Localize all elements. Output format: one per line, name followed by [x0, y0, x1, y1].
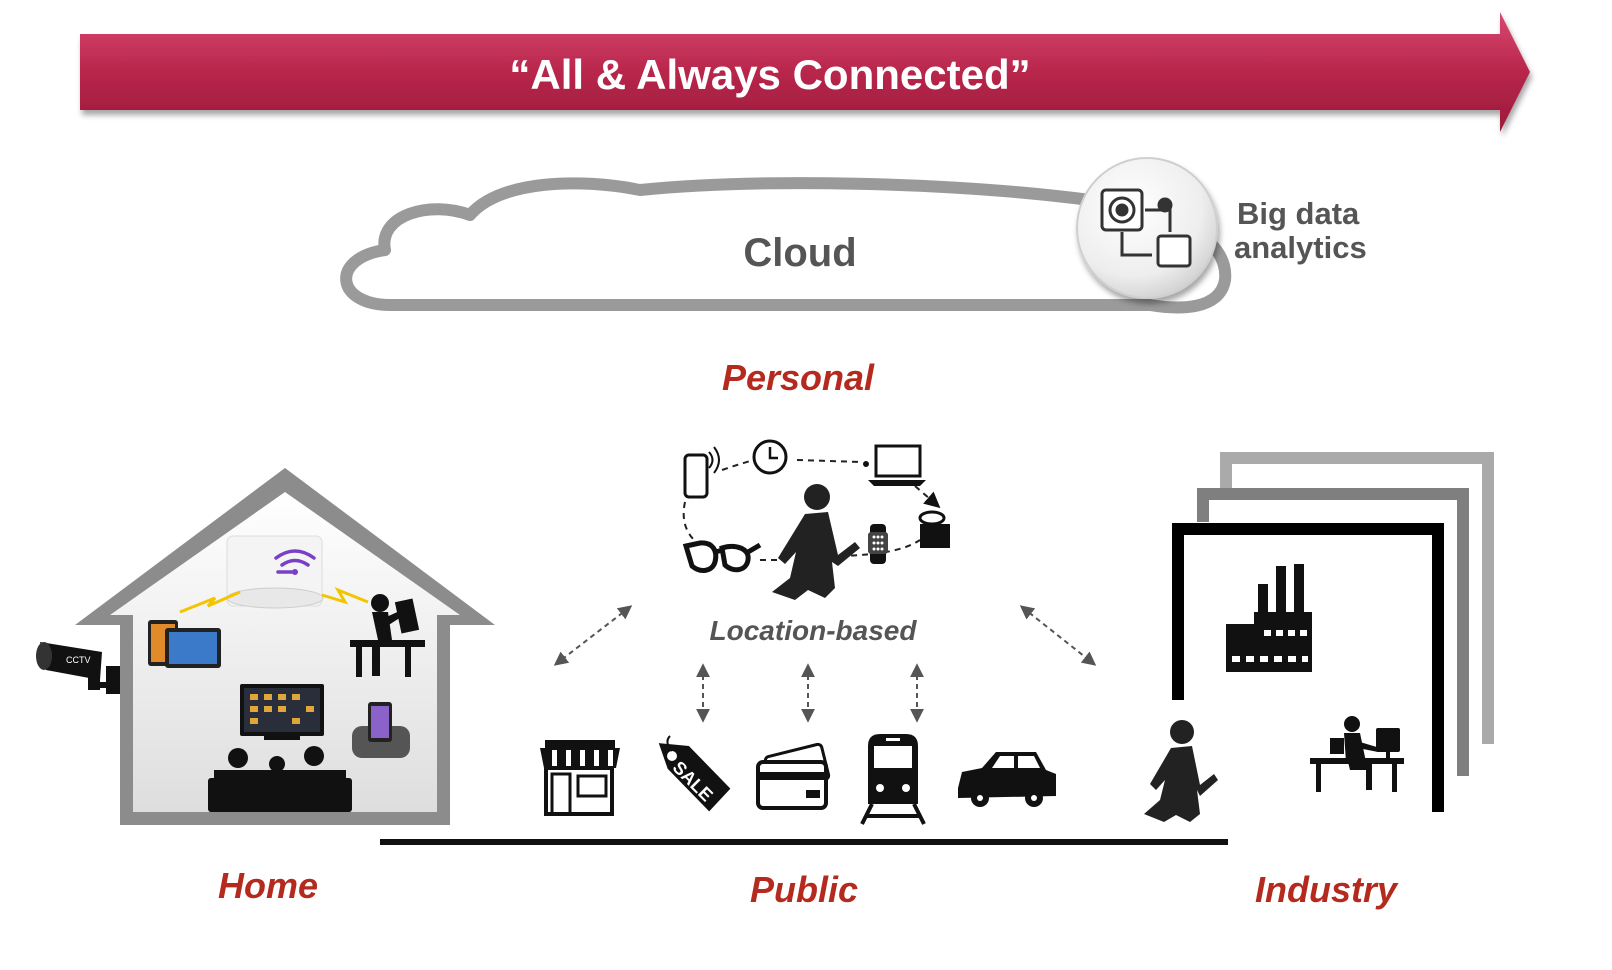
public-group: SALE	[540, 734, 1056, 825]
home-group: CCTV	[36, 468, 495, 825]
cctv-badge-text: CCTV	[66, 655, 91, 665]
big-data-label-line1: Big data	[1237, 196, 1360, 231]
arrow-personal-home	[553, 605, 633, 666]
home-label: Home	[218, 865, 318, 906]
analytics-flow-icon	[1100, 188, 1192, 268]
tablet-devices-icon	[148, 620, 221, 668]
walking-person-icon	[772, 484, 860, 600]
smart-tv-icon	[240, 684, 324, 740]
cctv-camera-icon: CCTV	[36, 642, 120, 694]
industry-group	[1144, 452, 1494, 822]
industry-frame-back	[1220, 452, 1494, 744]
location-based-label: Location-based	[710, 615, 918, 646]
glasses-icon	[682, 540, 762, 573]
factory-icon	[1226, 564, 1312, 672]
industry-frame-front	[1172, 523, 1444, 812]
wifi-router-icon	[226, 535, 324, 609]
device-loop-path	[682, 457, 921, 561]
credit-card-icon	[756, 742, 831, 810]
arrow-personal-industry	[1019, 605, 1097, 666]
train-icon	[860, 734, 926, 825]
personal-label: Personal	[722, 357, 875, 398]
public-label: Public	[750, 869, 858, 910]
speaker-dock-icon	[352, 702, 410, 758]
cloud-shape	[340, 177, 1232, 314]
smartwatch-icon	[868, 524, 888, 564]
industry-frame-middle	[1197, 488, 1469, 776]
device-loop-arrow	[914, 485, 941, 509]
smartphone-icon	[683, 446, 720, 499]
cloud: Cloud	[340, 177, 1232, 314]
person-at-desk-icon	[350, 594, 425, 677]
banner-arrow	[80, 12, 1530, 132]
sale-tag-icon: SALE	[658, 735, 731, 812]
big-data-badge: Big data analytics	[1076, 157, 1367, 299]
public-ground-line	[380, 839, 1228, 845]
personal-group: Location-based	[682, 439, 950, 646]
family-sofa-icon	[208, 746, 352, 812]
banner: “All & Always Connected”	[80, 12, 1530, 132]
wireless-link-left	[179, 590, 241, 614]
wearable-band-icon	[918, 510, 950, 548]
banner-title: “All & Always Connected”	[509, 51, 1030, 98]
big-data-label-line2: analytics	[1234, 230, 1367, 265]
wireless-link-right	[321, 586, 369, 605]
car-icon	[958, 752, 1056, 807]
shop-icon	[540, 740, 620, 816]
big-data-badge-circle	[1076, 157, 1218, 299]
clock-icon	[752, 439, 788, 475]
walking-worker-icon	[1144, 720, 1218, 822]
connection-arrows	[553, 605, 1097, 723]
office-worker-icon	[1310, 716, 1404, 792]
cloud-label: Cloud	[743, 231, 856, 275]
industry-label: Industry	[1255, 869, 1399, 910]
laptop-icon	[863, 444, 926, 486]
